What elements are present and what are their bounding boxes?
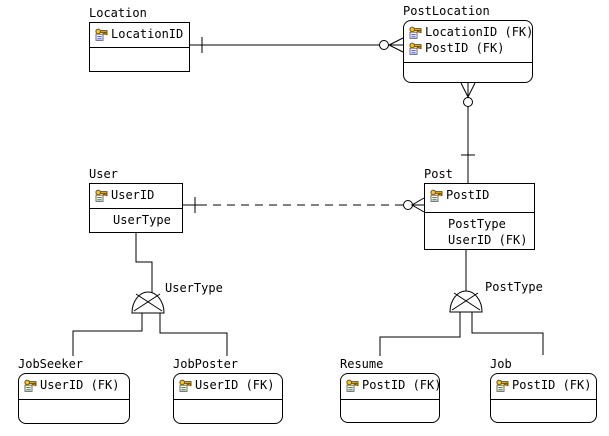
key-icon (430, 189, 443, 202)
entity-post[interactable]: Post PostID PostType UserID (FK) (423, 168, 535, 250)
category-symbol-posttype[interactable] (449, 290, 483, 313)
attribute-label: PostType (448, 217, 506, 231)
key-icon (346, 379, 359, 392)
attribute-label: LocationID (111, 27, 184, 41)
entity-title: Post (423, 167, 454, 181)
attribute-row[interactable]: PostID (425, 187, 534, 203)
attribute-row[interactable]: UserID (FK) (19, 377, 129, 393)
relationship-user-post[interactable] (183, 197, 425, 213)
key-icon (95, 189, 108, 202)
attribute-row[interactable]: PostID (FK) (404, 40, 532, 56)
attribute-row[interactable]: PostID (FK) (491, 377, 596, 393)
entity-box: PostID PostType UserID (FK) (424, 183, 535, 250)
relationship-postlocation-post[interactable] (460, 82, 476, 183)
attribute-row[interactable]: LocationID (FK) (404, 24, 532, 40)
category-symbol-usertype[interactable] (131, 291, 165, 314)
attribute-row[interactable]: PostID (FK) (341, 377, 439, 393)
key-icon (179, 379, 192, 392)
key-icon (24, 379, 37, 392)
cardinality-zero-circle (379, 40, 389, 50)
discriminator-label-posttype: PostType (485, 280, 543, 294)
entity-box: UserID (FK) (173, 373, 283, 424)
entity-title: Location (88, 6, 148, 20)
crows-foot-icon (411, 197, 425, 213)
attribute-row[interactable]: UserID (FK) (425, 232, 534, 248)
key-icon (95, 28, 108, 41)
entity-title: User (88, 167, 119, 181)
entity-title: Resume (339, 357, 385, 371)
entity-location[interactable]: Location LocationID (88, 7, 190, 72)
entity-title: JobPoster (172, 357, 240, 371)
entity-jobseeker[interactable]: JobSeeker UserID (FK) (17, 358, 130, 424)
attribute-label: PostID (FK) (425, 41, 505, 55)
attribute-label: UserID (FK) (448, 233, 528, 247)
entity-resume[interactable]: Resume PostID (FK) (339, 358, 440, 423)
attribute-label: PostID (FK) (512, 378, 592, 392)
crows-foot-icon (460, 82, 476, 99)
entity-title: PostLocation (402, 4, 491, 18)
entity-box: PostID (FK) (340, 373, 440, 423)
attribute-row[interactable]: PostType (425, 216, 534, 232)
attribute-row[interactable]: UserID (FK) (174, 377, 282, 393)
entity-box: PostID (FK) (490, 373, 597, 423)
attribute-row[interactable]: LocationID (90, 26, 189, 42)
attribute-label: PostID (FK) (362, 378, 439, 392)
crows-foot-icon (387, 37, 404, 53)
subtype-connector-post[interactable] (379, 250, 544, 356)
attribute-label: LocationID (FK) (425, 25, 532, 39)
key-icon (409, 42, 422, 55)
entity-box: UserID UserType (89, 183, 183, 233)
entity-user[interactable]: User UserID UserType (88, 168, 183, 233)
attribute-label: UserType (113, 213, 171, 227)
entity-box: UserID (FK) (18, 373, 130, 424)
subtype-connector-user[interactable] (72, 233, 228, 356)
key-icon (409, 26, 422, 39)
attribute-row[interactable]: UserType (90, 212, 182, 228)
relationship-location-postlocation[interactable] (190, 37, 404, 53)
attribute-label: UserID (FK) (40, 378, 120, 392)
entity-box: LocationID (FK) PostID (FK) (403, 20, 533, 83)
cardinality-zero-circle (463, 97, 473, 107)
entity-title: Job (489, 357, 513, 371)
attribute-row[interactable]: UserID (90, 187, 182, 203)
attribute-label: UserID (FK) (195, 378, 275, 392)
entity-box: LocationID (89, 22, 190, 72)
entity-postlocation[interactable]: PostLocation LocationID (FK) PostID (FK) (402, 5, 533, 83)
attribute-label: PostID (446, 188, 490, 202)
attribute-label: UserID (111, 188, 155, 202)
key-icon (496, 379, 509, 392)
entity-title: JobSeeker (17, 357, 85, 371)
entity-jobposter[interactable]: JobPoster UserID (FK) (172, 358, 283, 424)
entity-job[interactable]: Job PostID (FK) (489, 358, 597, 423)
discriminator-label-usertype: UserType (165, 281, 223, 295)
